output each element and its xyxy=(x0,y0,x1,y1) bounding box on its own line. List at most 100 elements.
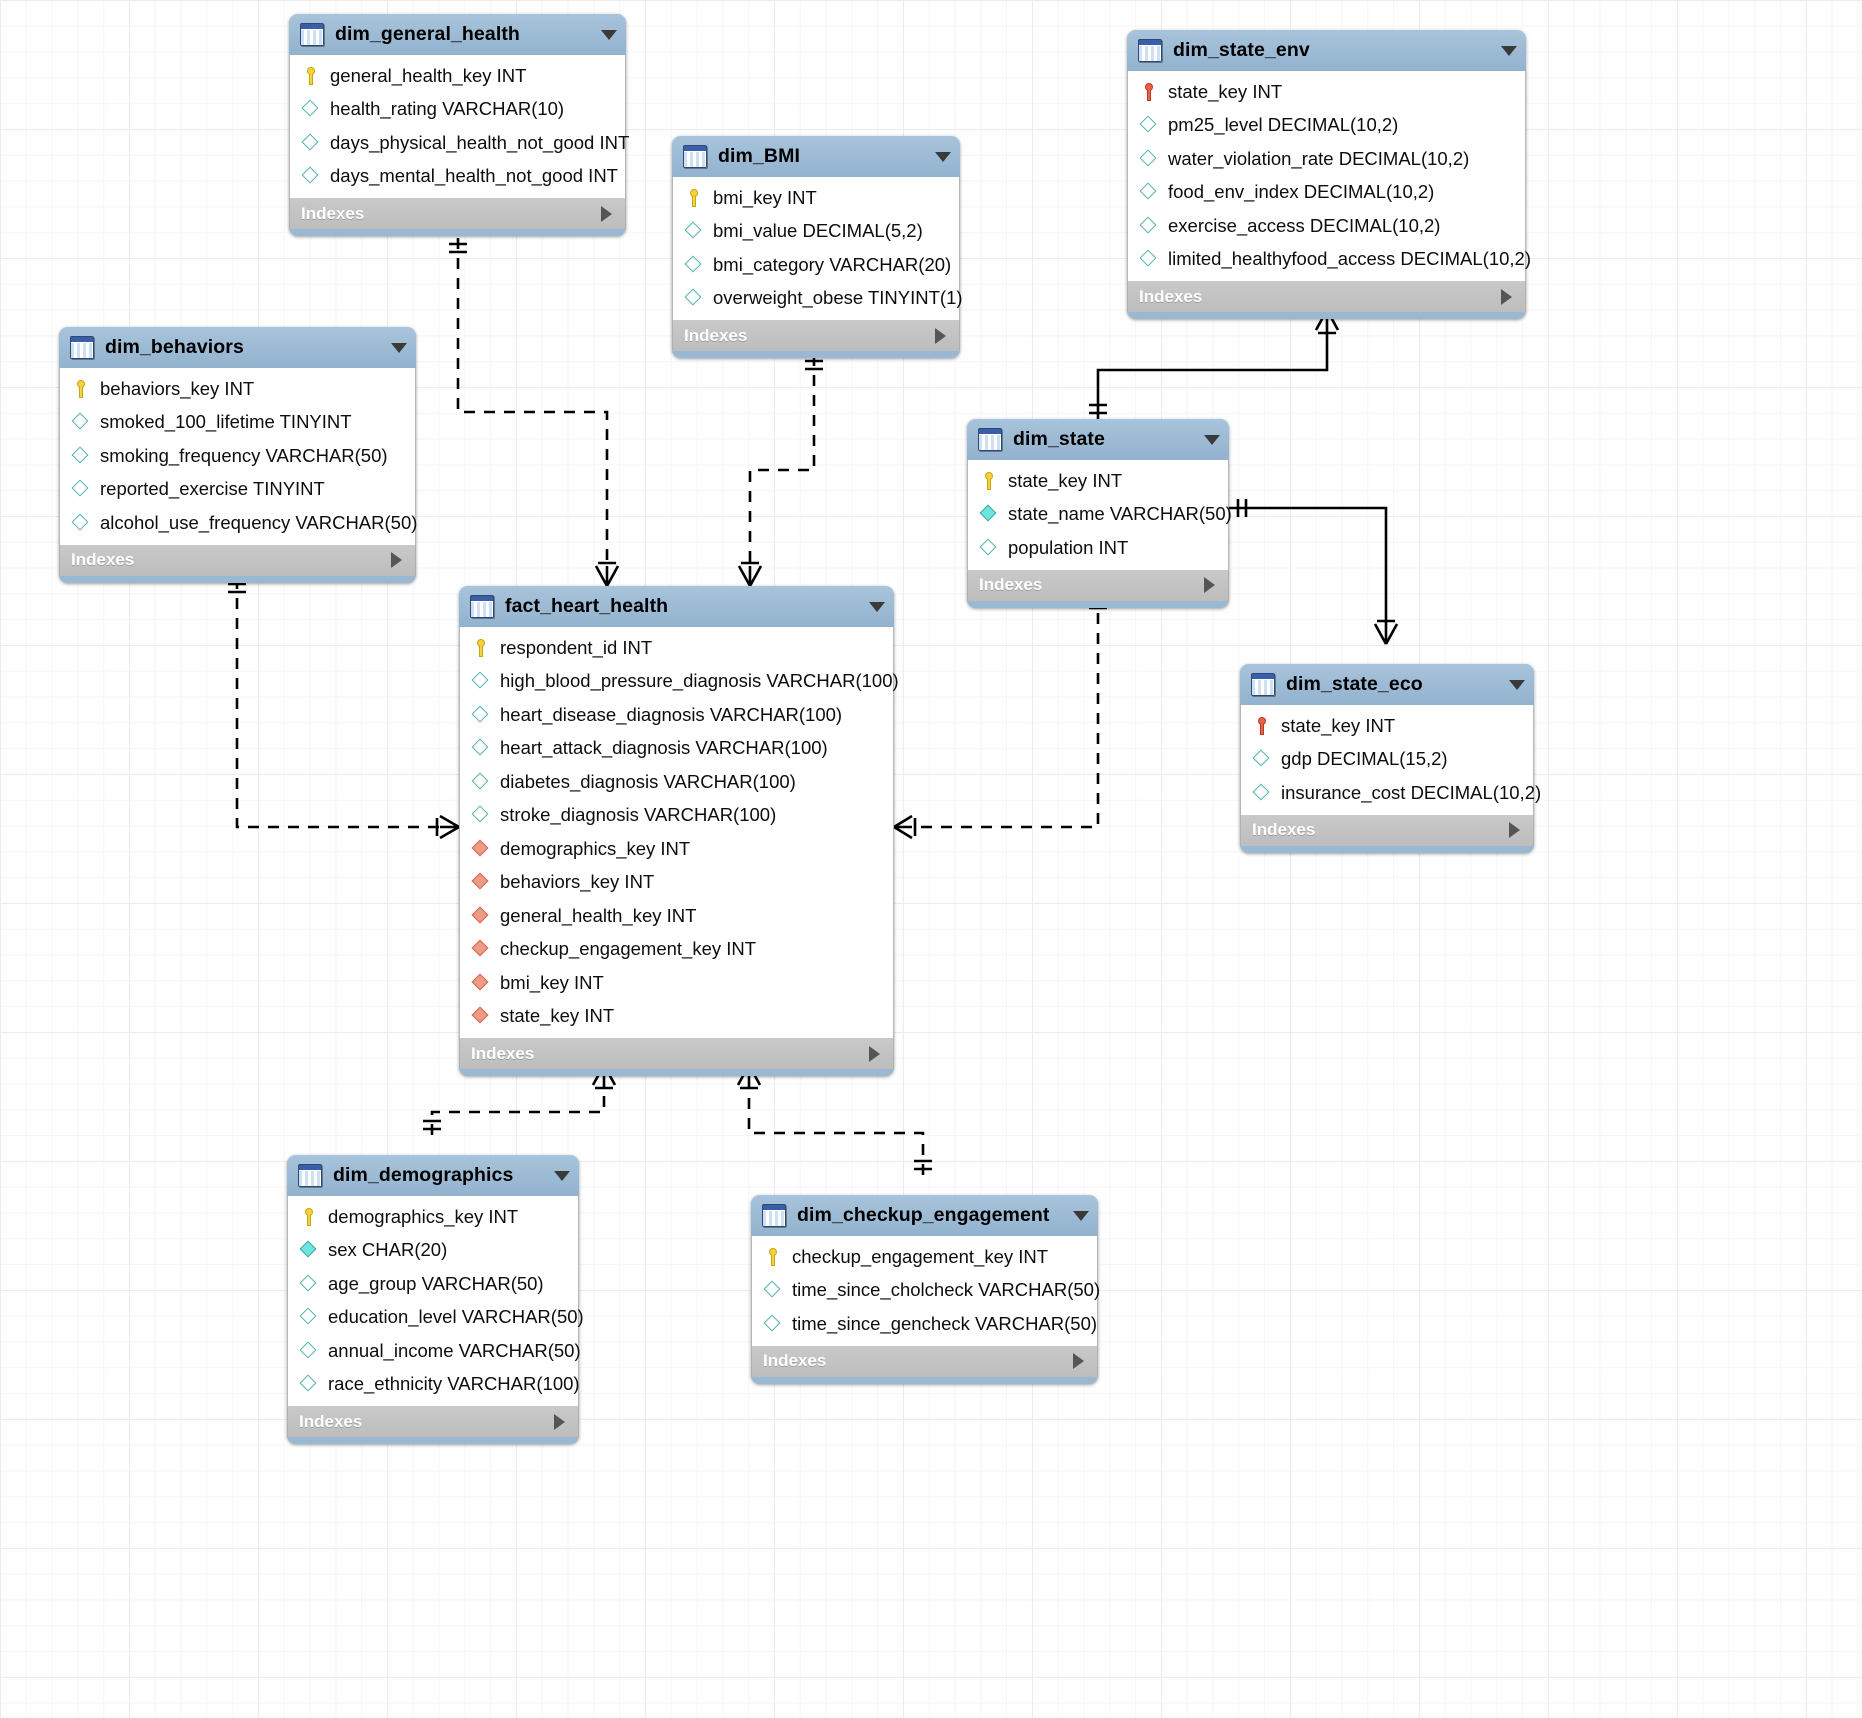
expand-indexes-icon[interactable] xyxy=(1509,822,1520,838)
table-column-row[interactable]: sex CHAR(20) xyxy=(288,1234,578,1268)
primary-key-icon xyxy=(471,638,491,658)
indexes-section[interactable]: Indexes xyxy=(1127,281,1526,312)
table-column-row[interactable]: bmi_key INT xyxy=(460,966,893,1000)
table-column-row[interactable]: smoked_100_lifetime TINYINT xyxy=(60,406,415,440)
expand-indexes-icon[interactable] xyxy=(935,328,946,344)
table-column-row[interactable]: diabetes_diagnosis VARCHAR(100) xyxy=(460,765,893,799)
indexes-section[interactable]: Indexes xyxy=(967,570,1229,601)
column-icon xyxy=(301,133,321,153)
indexes-section[interactable]: Indexes xyxy=(1240,815,1534,846)
table-column-row[interactable]: pm25_level DECIMAL(10,2) xyxy=(1128,109,1525,143)
table-column-row[interactable]: respondent_id INT xyxy=(460,631,893,665)
table-header[interactable]: dim_behaviors xyxy=(59,327,416,368)
table-column-row[interactable]: behaviors_key INT xyxy=(60,372,415,406)
table-icon xyxy=(298,1164,322,1187)
table-column-row[interactable]: stroke_diagnosis VARCHAR(100) xyxy=(460,799,893,833)
table-column-row[interactable]: population INT xyxy=(968,531,1228,565)
table-column-row[interactable]: state_key INT xyxy=(1241,709,1533,743)
table-title: dim_state_eco xyxy=(1286,673,1499,696)
table-header[interactable]: dim_general_health xyxy=(289,14,626,55)
column-icon xyxy=(1139,182,1159,202)
expand-indexes-icon[interactable] xyxy=(554,1414,565,1430)
table-node-dim_state_eco[interactable]: dim_state_eco state_key INTgdp DECIMAL(15… xyxy=(1240,664,1534,853)
indexes-section[interactable]: Indexes xyxy=(289,198,626,229)
table-column-row[interactable]: general_health_key INT xyxy=(460,899,893,933)
table-column-row[interactable]: race_ethnicity VARCHAR(100) xyxy=(288,1368,578,1402)
table-column-row[interactable]: overweight_obese TINYINT(1) xyxy=(673,282,959,316)
column-label: time_since_gencheck VARCHAR(50) xyxy=(792,1313,1097,1335)
chevron-down-icon[interactable] xyxy=(391,343,407,353)
expand-indexes-icon[interactable] xyxy=(1073,1353,1084,1369)
indexes-section[interactable]: Indexes xyxy=(59,545,416,576)
indexes-section[interactable]: Indexes xyxy=(287,1406,579,1437)
table-header[interactable]: dim_state_eco xyxy=(1240,664,1534,705)
indexes-section[interactable]: Indexes xyxy=(459,1038,894,1069)
chevron-down-icon[interactable] xyxy=(1204,435,1220,445)
table-header[interactable]: dim_checkup_engagement xyxy=(751,1195,1098,1236)
table-column-row[interactable]: days_physical_health_not_good INT xyxy=(290,126,625,160)
chevron-down-icon[interactable] xyxy=(1509,680,1525,690)
table-header[interactable]: dim_BMI xyxy=(672,136,960,177)
expand-indexes-icon[interactable] xyxy=(869,1046,880,1062)
table-column-row[interactable]: bmi_value DECIMAL(5,2) xyxy=(673,215,959,249)
table-column-row[interactable]: education_level VARCHAR(50) xyxy=(288,1301,578,1335)
table-column-row[interactable]: state_name VARCHAR(50) xyxy=(968,498,1228,532)
table-node-dim_demographics[interactable]: dim_demographics demographics_key INTsex … xyxy=(287,1155,579,1444)
table-column-row[interactable]: gdp DECIMAL(15,2) xyxy=(1241,743,1533,777)
table-column-row[interactable]: limited_healthyfood_access DECIMAL(10,2) xyxy=(1128,243,1525,277)
table-column-row[interactable]: food_env_index DECIMAL(10,2) xyxy=(1128,176,1525,210)
table-header[interactable]: dim_state_env xyxy=(1127,30,1526,71)
chevron-down-icon[interactable] xyxy=(1501,46,1517,56)
foreign-key-icon xyxy=(471,906,491,926)
table-header[interactable]: dim_demographics xyxy=(287,1155,579,1196)
expand-indexes-icon[interactable] xyxy=(1204,577,1215,593)
chevron-down-icon[interactable] xyxy=(1073,1211,1089,1221)
table-column-row[interactable]: heart_disease_diagnosis VARCHAR(100) xyxy=(460,698,893,732)
table-column-row[interactable]: state_key INT xyxy=(1128,75,1525,109)
table-column-row[interactable]: reported_exercise TINYINT xyxy=(60,473,415,507)
table-column-row[interactable]: general_health_key INT xyxy=(290,59,625,93)
chevron-down-icon[interactable] xyxy=(554,1171,570,1181)
table-node-dim_checkup_engagement[interactable]: dim_checkup_engagement checkup_engagement… xyxy=(751,1195,1098,1384)
column-icon xyxy=(299,1307,319,1327)
table-column-row[interactable]: annual_income VARCHAR(50) xyxy=(288,1334,578,1368)
chevron-down-icon[interactable] xyxy=(869,602,885,612)
table-column-row[interactable]: exercise_access DECIMAL(10,2) xyxy=(1128,209,1525,243)
column-icon xyxy=(684,288,704,308)
chevron-down-icon[interactable] xyxy=(935,152,951,162)
table-column-row[interactable]: bmi_key INT xyxy=(673,181,959,215)
table-column-row[interactable]: water_violation_rate DECIMAL(10,2) xyxy=(1128,142,1525,176)
table-column-row[interactable]: time_since_gencheck VARCHAR(50) xyxy=(752,1307,1097,1341)
table-header[interactable]: dim_state xyxy=(967,419,1229,460)
table-column-row[interactable]: time_since_cholcheck VARCHAR(50) xyxy=(752,1274,1097,1308)
table-column-row[interactable]: high_blood_pressure_diagnosis VARCHAR(10… xyxy=(460,665,893,699)
table-column-row[interactable]: smoking_frequency VARCHAR(50) xyxy=(60,439,415,473)
table-column-row[interactable]: heart_attack_diagnosis VARCHAR(100) xyxy=(460,732,893,766)
table-column-row[interactable]: checkup_engagement_key INT xyxy=(460,933,893,967)
table-node-dim_BMI[interactable]: dim_BMI bmi_key INTbmi_value DECIMAL(5,2)… xyxy=(672,136,960,358)
table-column-row[interactable]: checkup_engagement_key INT xyxy=(752,1240,1097,1274)
expand-indexes-icon[interactable] xyxy=(601,206,612,222)
table-node-dim_state_env[interactable]: dim_state_env state_key INTpm25_level DEC… xyxy=(1127,30,1526,319)
table-node-dim_behaviors[interactable]: dim_behaviors behaviors_key INTsmoked_100… xyxy=(59,327,416,583)
table-column-row[interactable]: state_key INT xyxy=(460,1000,893,1034)
expand-indexes-icon[interactable] xyxy=(1501,289,1512,305)
table-column-row[interactable]: alcohol_use_frequency VARCHAR(50) xyxy=(60,506,415,540)
table-column-row[interactable]: state_key INT xyxy=(968,464,1228,498)
chevron-down-icon[interactable] xyxy=(601,30,617,40)
table-column-row[interactable]: age_group VARCHAR(50) xyxy=(288,1267,578,1301)
table-column-row[interactable]: health_rating VARCHAR(10) xyxy=(290,93,625,127)
table-node-fact_heart_health[interactable]: fact_heart_health respondent_id INThigh_b… xyxy=(459,586,894,1076)
table-node-dim_state[interactable]: dim_state state_key INTstate_name VARCHAR… xyxy=(967,419,1229,608)
table-column-row[interactable]: days_mental_health_not_good INT xyxy=(290,160,625,194)
table-header[interactable]: fact_heart_health xyxy=(459,586,894,627)
table-column-row[interactable]: behaviors_key INT xyxy=(460,866,893,900)
table-column-row[interactable]: bmi_category VARCHAR(20) xyxy=(673,248,959,282)
indexes-section[interactable]: Indexes xyxy=(672,320,960,351)
table-column-row[interactable]: insurance_cost DECIMAL(10,2) xyxy=(1241,776,1533,810)
table-column-row[interactable]: demographics_key INT xyxy=(460,832,893,866)
expand-indexes-icon[interactable] xyxy=(391,552,402,568)
table-column-row[interactable]: demographics_key INT xyxy=(288,1200,578,1234)
indexes-section[interactable]: Indexes xyxy=(751,1346,1098,1377)
table-node-dim_general_health[interactable]: dim_general_health general_health_key INT… xyxy=(289,14,626,236)
